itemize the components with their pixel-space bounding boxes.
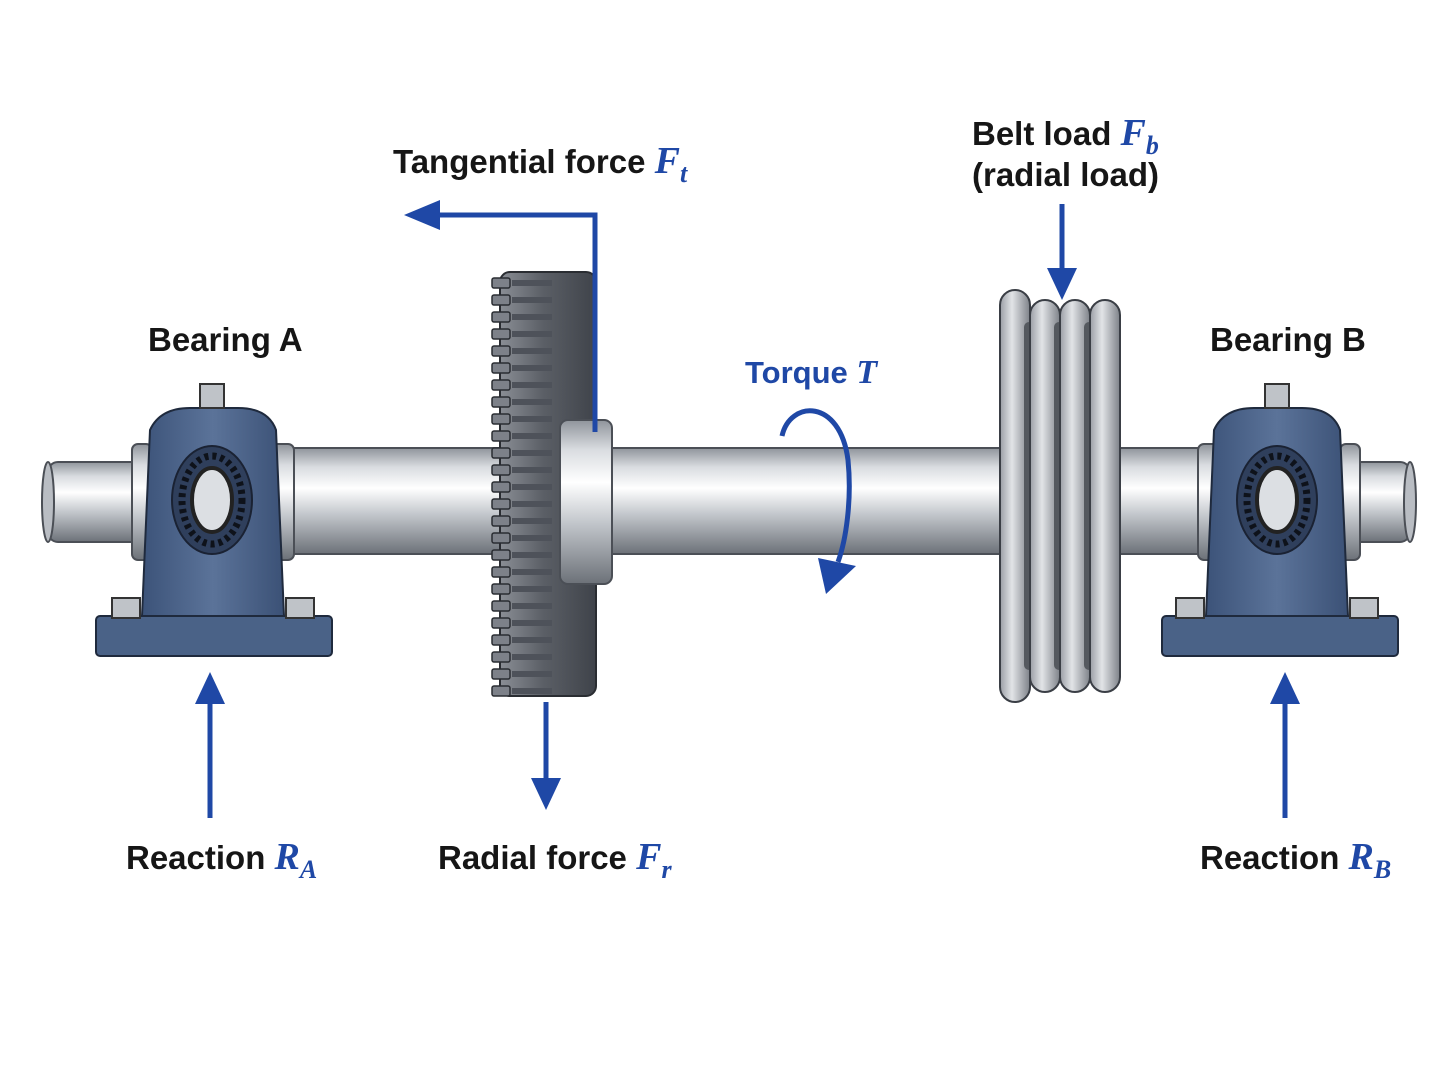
belt-load-subscript: b [1145, 131, 1159, 160]
gear-tooth-groove [512, 280, 552, 286]
bearing-b-housing [1161, 383, 1399, 657]
gear-tooth-groove [512, 552, 552, 558]
gear-tooth [491, 498, 511, 510]
tangential-force-text: Tangential force [393, 143, 646, 180]
gear-tooth [491, 311, 511, 323]
gear-tooth-groove [512, 416, 552, 422]
reaction-b-symbol: R [1348, 836, 1374, 878]
pulley-sheaves [999, 289, 1121, 703]
gear-tooth-groove [512, 484, 552, 490]
reaction-a-label: Reaction RA [126, 836, 317, 883]
gear-tooth [491, 549, 511, 561]
gear-tooth-groove [512, 586, 552, 592]
torque-arrow [779, 408, 856, 594]
reaction-a-subscript: A [299, 855, 318, 884]
pulley-sheave [1089, 299, 1121, 693]
bearing-a-housing [95, 383, 333, 657]
gear-tooth-groove [512, 671, 552, 677]
radial-force-arrow [531, 702, 561, 810]
torque-text: Torque [745, 355, 848, 390]
pulley [999, 289, 1121, 703]
gear-tooth [491, 277, 511, 289]
gear-tooth-groove [512, 688, 552, 694]
gear-tooth-groove [512, 348, 552, 354]
gear-tooth [491, 668, 511, 680]
gear-tooth [491, 294, 511, 306]
tangential-force-subscript: t [679, 159, 688, 188]
gear-tooth [491, 481, 511, 493]
bearing-a-label: Bearing A [148, 321, 303, 358]
tangential-force-symbol: F [654, 140, 680, 182]
gear-tooth-groove [512, 535, 552, 541]
gear-tooth-groove [512, 433, 552, 439]
gear-tooth [491, 362, 511, 374]
gear-tooth [491, 379, 511, 391]
gear-tooth [491, 413, 511, 425]
tangential-force-arrow [404, 200, 598, 432]
gear-tooth [491, 583, 511, 595]
gear-tooth [491, 447, 511, 459]
belt-load-symbol: F [1120, 112, 1146, 154]
gear-tooth-groove [512, 518, 552, 524]
gear-tooth-groove [512, 620, 552, 626]
gear-tooth [491, 566, 511, 578]
gear-tooth-groove [512, 654, 552, 660]
torque-label: Torque T [745, 356, 877, 390]
reaction-b-arrow [1270, 672, 1300, 818]
belt-load-label: Belt load Fb [972, 112, 1159, 159]
gear-tooth-groove [512, 297, 552, 303]
reaction-b-label: Reaction RB [1200, 836, 1391, 883]
radial-force-subscript: r [661, 855, 672, 884]
gear-tooth-groove [512, 501, 552, 507]
belt-load-text: Belt load [972, 115, 1112, 152]
gear-tooth [491, 532, 511, 544]
radial-force-label: Radial force Fr [438, 836, 672, 883]
reaction-a-arrow [195, 672, 225, 818]
gear-tooth [491, 345, 511, 357]
radial-force-text: Radial force [438, 839, 627, 876]
reaction-a-text: Reaction [126, 839, 266, 876]
reaction-a-symbol: R [274, 836, 300, 878]
gear-tooth [491, 651, 511, 663]
gear-tooth-groove [512, 382, 552, 388]
gear-tooth [491, 634, 511, 646]
reaction-b-subscript: B [1373, 855, 1392, 884]
gear-tooth-groove [512, 467, 552, 473]
gear-tooth-groove [512, 314, 552, 320]
gear-tooth [491, 396, 511, 408]
gear-tooth [491, 617, 511, 629]
gear-tooth [491, 328, 511, 340]
gear [491, 271, 613, 697]
gear-tooth-groove [512, 569, 552, 575]
gear-tooth-groove [512, 450, 552, 456]
tangential-force-label: Tangential force Ft [393, 140, 687, 187]
gear-tooth [491, 464, 511, 476]
radial-force-symbol: F [636, 836, 662, 878]
torque-symbol: T [856, 354, 878, 391]
belt-load-arrow [1047, 204, 1077, 300]
reaction-b-text: Reaction [1200, 839, 1340, 876]
gear-teeth [491, 277, 552, 697]
gear-tooth-groove [512, 603, 552, 609]
gear-tooth [491, 600, 511, 612]
gear-tooth [491, 430, 511, 442]
gear-tooth-groove [512, 331, 552, 337]
gear-tooth [491, 515, 511, 527]
belt-load-subtitle: (radial load) [972, 156, 1160, 193]
gear-tooth-groove [512, 399, 552, 405]
bearing-b-label: Bearing B [1210, 321, 1366, 358]
gear-tooth-groove [512, 637, 552, 643]
gear-tooth [491, 685, 511, 697]
gear-tooth-groove [512, 365, 552, 371]
